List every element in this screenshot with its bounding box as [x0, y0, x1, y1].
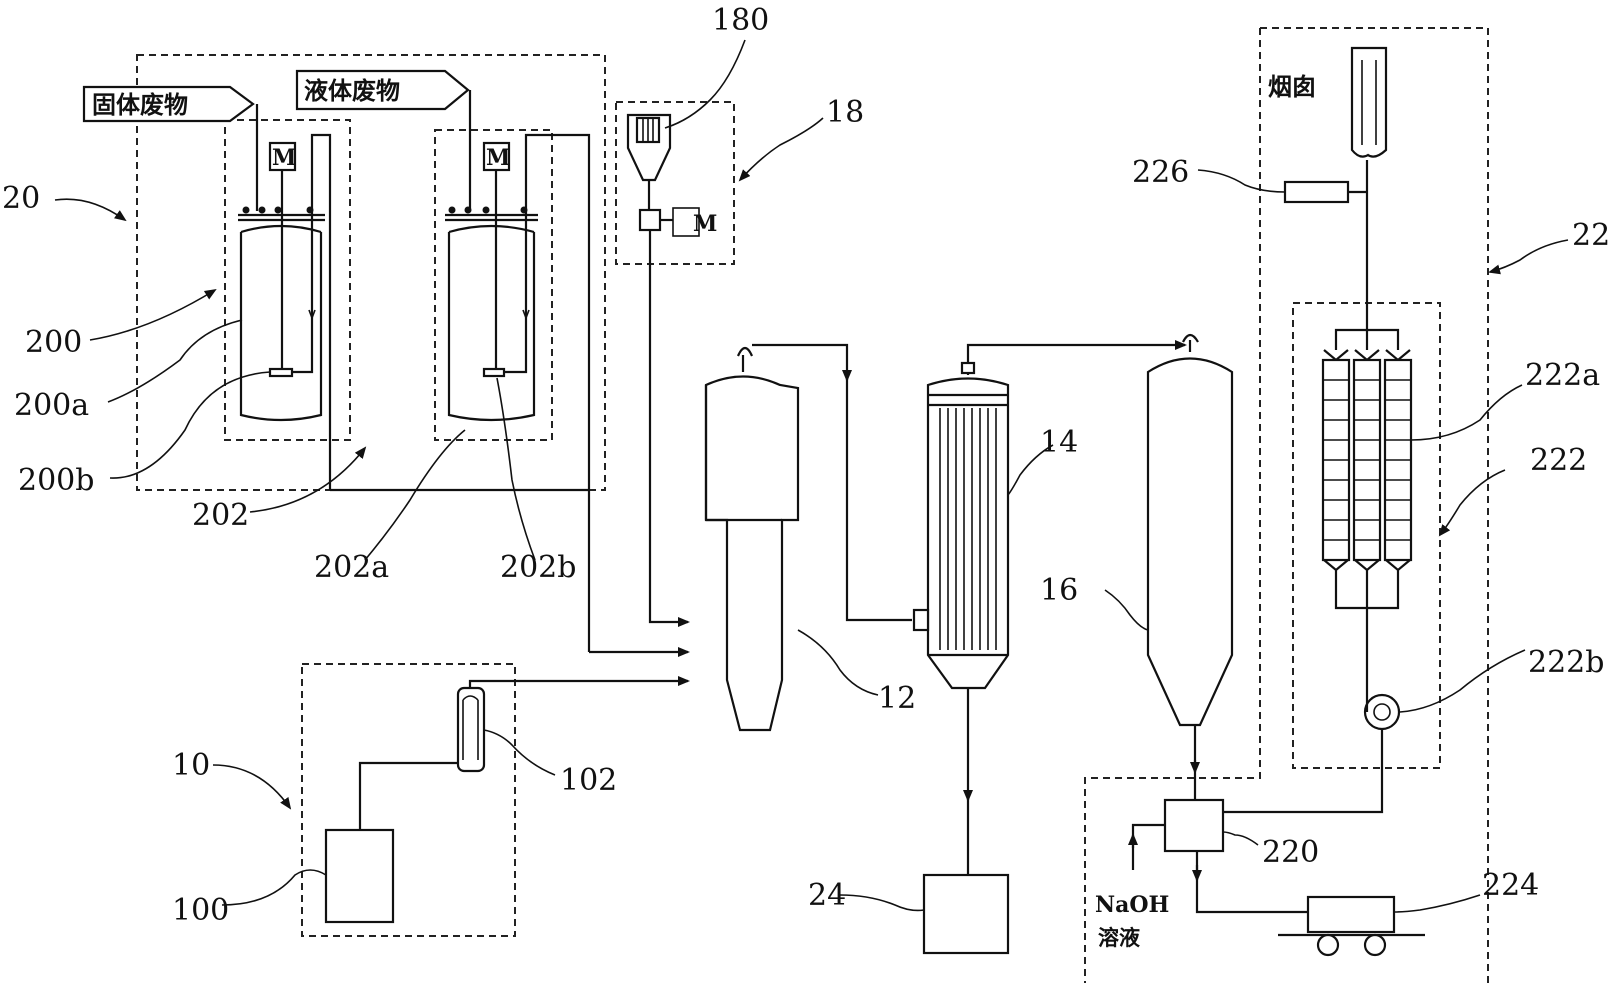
label-16: 16 — [1040, 573, 1078, 608]
label-222b: 222b — [1528, 645, 1604, 680]
label-20: 20 — [2, 181, 40, 216]
liquid-waste-tank — [445, 90, 591, 652]
screw-feeder-boundary — [615, 101, 735, 265]
label-180: 180 — [712, 3, 769, 38]
dust-collector-bin — [922, 873, 1010, 955]
chimney-text: 烟囱 — [1268, 73, 1316, 101]
label-10: 10 — [172, 748, 210, 783]
motor-label-feeder: M — [693, 211, 717, 237]
label-202b: 202b — [500, 550, 576, 585]
label-200: 200 — [25, 325, 82, 360]
label-224: 224 — [1482, 868, 1539, 903]
solid-waste-tag — [82, 85, 255, 123]
tag-liquid-waste-text: 液体废物 — [304, 77, 400, 105]
label-200a: 200a — [14, 388, 89, 423]
naoh-text: NaOH — [1095, 892, 1169, 918]
label-220: 220 — [1262, 835, 1319, 870]
label-202a: 202a — [314, 550, 389, 585]
label-202: 202 — [192, 498, 249, 533]
chimney — [1283, 46, 1388, 204]
label-222a: 222a — [1525, 358, 1600, 393]
label-200b: 200b — [18, 463, 94, 498]
label-22: 22 — [1572, 218, 1610, 253]
scrubber-columns — [1321, 198, 1413, 731]
solid-tank-boundary — [224, 119, 351, 441]
screw-feeder — [626, 113, 690, 627]
reactor — [704, 343, 912, 732]
solid-waste-tank — [238, 104, 332, 490]
tag-solid-waste-text: 固体废物 — [92, 91, 188, 119]
oxygen-unit — [324, 676, 690, 924]
quench-tower — [1146, 333, 1234, 800]
label-100: 100 — [172, 893, 229, 928]
naoh-solution-text: 溶液 — [1098, 926, 1140, 950]
feeder-motor-box — [672, 207, 700, 237]
label-102: 102 — [560, 763, 617, 798]
alkali-tank — [1128, 700, 1384, 914]
motor-label-liquid: M — [486, 145, 510, 171]
liquid-waste-tag — [295, 69, 470, 111]
feed-unit-boundary — [136, 54, 606, 491]
label-226: 226 — [1132, 155, 1189, 190]
label-18: 18 — [826, 95, 864, 130]
motor-label-solid: M — [272, 145, 296, 171]
oxygen-unit-boundary — [301, 663, 516, 937]
monitor-226 — [1283, 180, 1350, 204]
gas-treatment-boundary — [1084, 27, 1489, 983]
label-12: 12 — [878, 681, 916, 716]
label-222: 222 — [1530, 443, 1587, 478]
leader-lines — [54, 39, 1569, 913]
label-14: 14 — [1040, 425, 1078, 460]
label-24: 24 — [808, 878, 846, 913]
residue-cart — [1278, 895, 1425, 957]
ceramic-filter — [912, 340, 1187, 875]
liquid-tank-boundary — [434, 129, 553, 441]
